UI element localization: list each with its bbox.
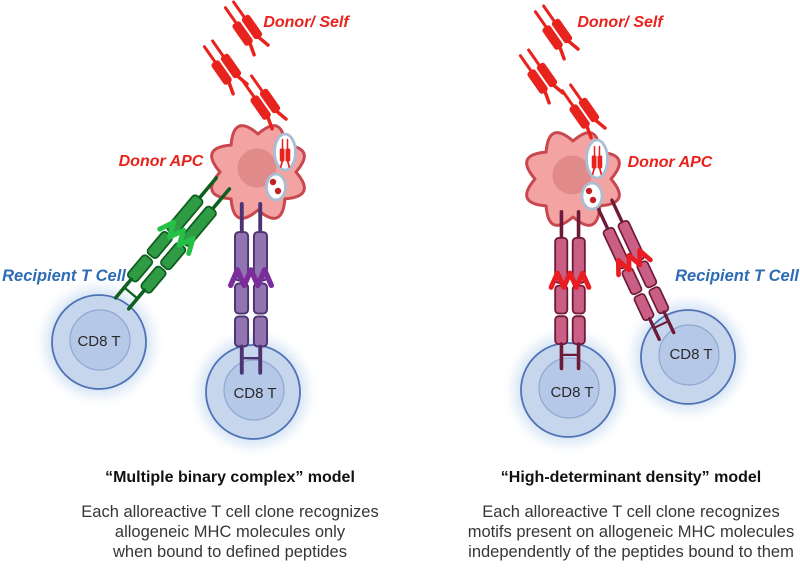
vesicle-with-granules [265,172,287,202]
panel-multiple-binary-illustration: Donor/ Self Donor APC Recipient T Cell C… [2,0,350,460]
donor-antigen-icon [529,1,582,62]
donor-antigen-icon [198,36,251,97]
model-description-line: allogeneic MHC molecules only [114,523,346,541]
recipient-t-cell-label: Recipient T Cell [2,267,126,285]
cd8-t-label: CD8 T [233,385,276,402]
model-description-high-determinant: Each alloreactive T cell clone recognize… [431,502,800,562]
vesicle-with-granules [580,181,604,211]
cd8-t-label: CD8 T [550,384,593,401]
vesicle-with-antigen [273,132,297,172]
vesicle-with-antigen [585,138,609,180]
model-description-line: when bound to defined peptides [113,543,347,561]
model-description-multiple-binary: Each alloreactive T cell clone recognize… [30,502,430,562]
model-title-multiple-binary: “Multiple binary complex” model [105,469,355,486]
panel-high-determinant-illustration: Donor/ Self Donor APC Recipient T Cell C… [400,1,799,460]
donor-self-label: Donor/ Self [577,14,664,31]
donor-apc-label: Donor APC [119,153,204,170]
cd8-t-label: CD8 T [77,333,120,350]
donor-antigen-icon [514,45,567,106]
model-description-line: motifs present on allogeneic MHC molecul… [467,523,795,541]
model-description-line: Each alloreactive T cell clone recognize… [81,503,379,521]
model-title-high-determinant: “High-determinant density” model [500,469,762,486]
model-description-line: Each alloreactive T cell clone recognize… [482,503,780,521]
cd8-t-label: CD8 T [669,346,712,363]
donor-apc-label: Donor APC [628,154,713,171]
recipient-t-cell-label: Recipient T Cell [675,267,799,285]
mhc-tcr-complex-crimson [588,196,683,344]
model-description-line: independently of the peptides bound to t… [468,543,794,561]
donor-antigen-icon [556,80,609,141]
donor-self-label: Donor/ Self [263,14,350,31]
